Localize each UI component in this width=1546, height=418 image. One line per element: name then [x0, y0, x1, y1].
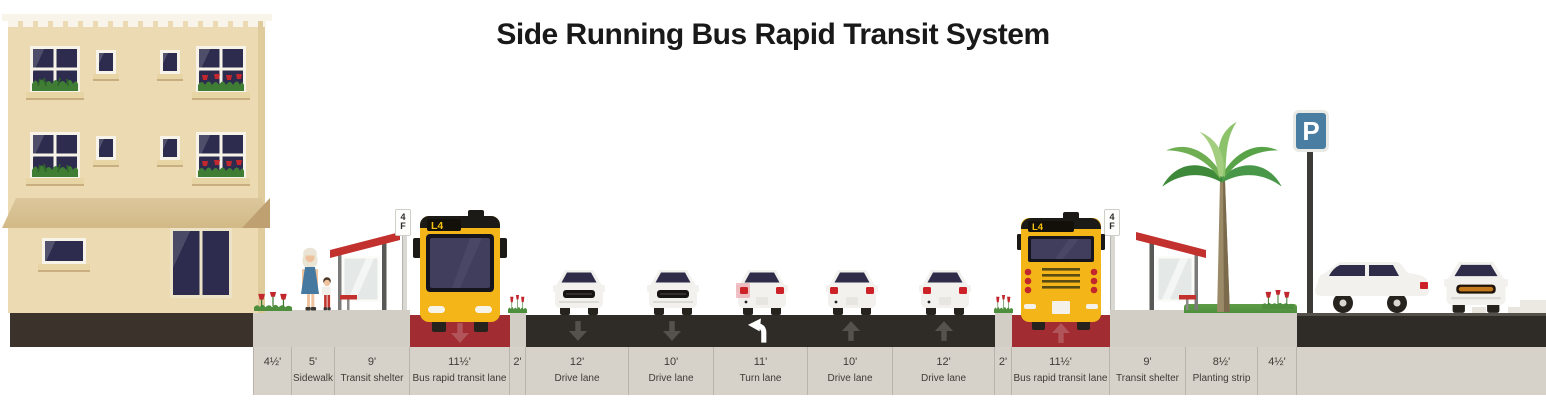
bus-front-left: L4: [413, 210, 507, 332]
segment-label-buffer-left: 2': [510, 347, 526, 395]
brt-lane-up-arrow-icon: [1052, 323, 1070, 343]
window: [96, 50, 116, 74]
flower-cluster: [254, 292, 292, 311]
window-box-plants: [32, 163, 78, 177]
window: [96, 136, 116, 160]
car-rear: [919, 270, 971, 315]
segment-label-furniture-zone-left: 4½': [253, 347, 292, 395]
grass-right-strip: [1184, 304, 1297, 313]
parking-sign: P: [1293, 110, 1329, 152]
buffer-strip-right-surface: [995, 313, 1012, 347]
parked-car-side: [1315, 262, 1429, 313]
bus-route-sign: L4: [431, 220, 443, 232]
window-sill: [93, 74, 119, 81]
window-sill: [26, 92, 84, 100]
segment-label-brt-lane-left: 11½'Bus rapid transit lane: [410, 347, 510, 395]
bus-rear-right: L4: [1017, 212, 1105, 330]
apartment-building: [8, 16, 265, 313]
lane-down-arrow-icon: [663, 321, 681, 341]
segment-label-sidewalk: 5'Sidewalk: [292, 347, 335, 395]
window-sill: [192, 178, 250, 186]
window-box-plants: [32, 77, 78, 91]
window-box-flowers: [198, 74, 244, 91]
window: [160, 50, 180, 74]
segment-label-brt-lane-right: 11½'Bus rapid transit lane: [1012, 347, 1110, 395]
building-awning: [2, 198, 270, 228]
segment-label-transit-shelter-left: 9'Transit shelter: [335, 347, 410, 395]
segment-label-buffer-right: 2': [995, 347, 1012, 395]
sidewalk-right-surface: [1110, 310, 1297, 347]
palm-tree: [1162, 121, 1282, 313]
building-dentils: [8, 21, 266, 27]
car-rear-turning: [736, 270, 788, 315]
bus-stop-sign-label: 4F: [1109, 212, 1115, 231]
segment-label-planting-strip: 8½'Planting strip: [1186, 347, 1258, 395]
storefront-door: [170, 228, 232, 298]
car-front: [553, 270, 605, 315]
lane-up-arrow-icon: [842, 321, 860, 341]
window-sill: [192, 92, 250, 100]
segment-label-turn-lane: 11'Turn lane: [714, 347, 808, 395]
bus-route-sign: L4: [1032, 222, 1044, 233]
measurement-strip: 4½' 5'Sidewalk 9'Transit shelter 11½'Bus…: [253, 347, 1546, 395]
building-ground: [10, 313, 253, 347]
building-cornice: [2, 14, 272, 21]
transit-shelter-left: [330, 232, 400, 310]
wheel-stop-2: [1508, 307, 1522, 313]
parking-sign-label: P: [1302, 115, 1320, 146]
buffer-strip-left-surface: [510, 313, 526, 347]
window-sill: [157, 74, 183, 81]
lane-up-arrow-icon: [935, 321, 953, 341]
segment-label-drive-lane-1: 12'Drive lane: [526, 347, 629, 395]
bus-stop-sign: 4F: [395, 209, 411, 236]
lane-down-arrow-icon: [569, 321, 587, 341]
car-rear: [826, 270, 878, 315]
window-sill: [26, 178, 84, 186]
segment-label-drive-lane-2: 10'Drive lane: [629, 347, 714, 395]
bus-stop-sign-pole: [1110, 212, 1115, 310]
woman-figure: [301, 247, 319, 311]
window: [42, 238, 86, 264]
wheel-stop-1: [1472, 307, 1486, 313]
segment-label-furniture-zone-right: 4½': [1258, 347, 1297, 395]
parking-sign-pole: [1307, 148, 1313, 313]
roadway-right-surface: [1297, 313, 1546, 347]
bus-stop-sign-pole: [402, 212, 407, 310]
window-sill: [93, 160, 119, 167]
window-sill: [157, 160, 183, 167]
segment-label-drive-lane-4: 12'Drive lane: [893, 347, 995, 395]
car-front: [647, 270, 699, 315]
curb-far-right: [1520, 300, 1546, 313]
flower-cluster: [994, 295, 1013, 313]
building-right-shade: [258, 16, 265, 313]
flower-cluster: [1262, 290, 1294, 309]
window: [160, 136, 180, 160]
left-turn-arrow-icon: [747, 318, 767, 343]
page-title: Side Running Bus Rapid Transit System: [496, 18, 1050, 51]
bus-stop-sign-label: 4F: [400, 212, 406, 231]
brt-lane-down-arrow-icon: [451, 323, 469, 343]
window-box-flowers: [198, 160, 244, 177]
flower-cluster: [508, 295, 527, 313]
transit-shelter-right: [1136, 232, 1206, 310]
sidewalk-left-surface: [253, 310, 410, 347]
pedestrians: [301, 247, 331, 311]
child-figure: [321, 277, 331, 311]
segment-label-drive-lane-3: 10'Drive lane: [808, 347, 893, 395]
parked-car-front: [1444, 262, 1508, 313]
window-sill: [38, 264, 90, 272]
bus-stop-sign: 4F: [1104, 209, 1120, 236]
segment-label-transit-shelter-right: 9'Transit shelter: [1110, 347, 1186, 395]
